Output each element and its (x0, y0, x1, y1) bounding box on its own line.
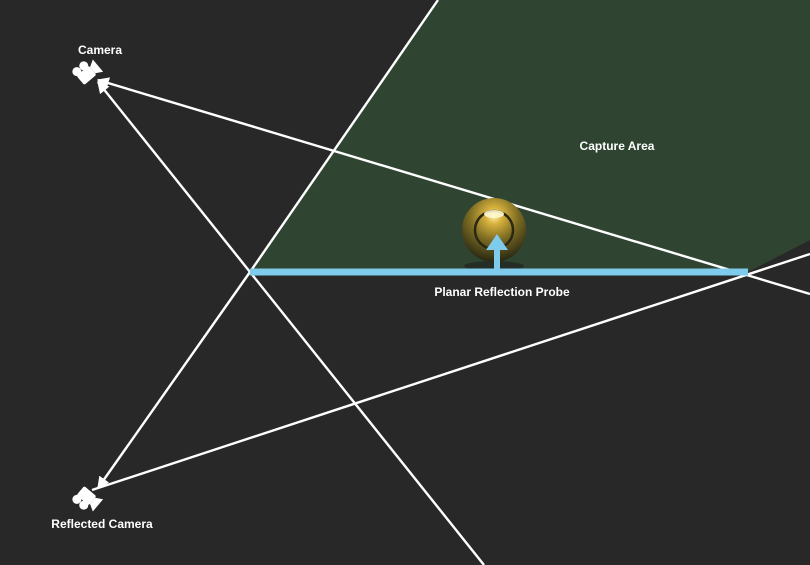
capture-area-label: Capture Area (580, 139, 655, 153)
capture-area-region (250, 0, 810, 272)
ray-reflected-camera-to-right (91, 252, 810, 492)
reflected-camera-icon (72, 486, 104, 512)
probe-normal-arrow (486, 234, 508, 270)
ray-to-reflected-camera (97, 271, 251, 489)
planar-reflection-probe-label: Planar Reflection Probe (434, 285, 570, 299)
ray-left-boundary (249, 0, 439, 273)
ray-to-camera-long (96, 77, 810, 296)
camera-label: Camera (78, 43, 122, 57)
camera-icon (72, 59, 104, 85)
ray-camera-to-plane (97, 81, 251, 273)
ray-camera-diagonal (249, 271, 485, 565)
reflected-camera-label: Reflected Camera (51, 517, 153, 531)
